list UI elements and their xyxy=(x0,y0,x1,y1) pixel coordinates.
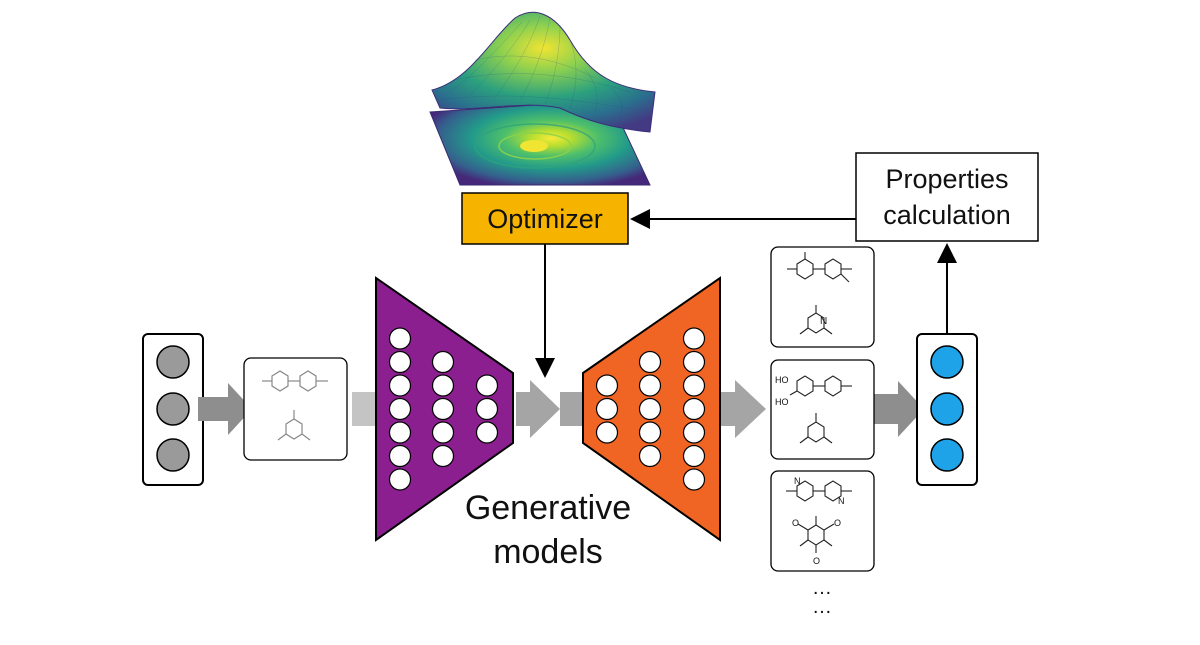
network-node xyxy=(638,374,662,397)
molecule-atom-label: O xyxy=(792,518,799,528)
molecule-atom-label: N xyxy=(838,496,845,506)
molecule-icon xyxy=(262,370,328,441)
molecule-icon xyxy=(786,480,852,553)
molecule-icon xyxy=(787,252,852,335)
network-node xyxy=(638,444,662,468)
arrow-icon xyxy=(560,392,586,426)
optimizer-label: Optimizer xyxy=(487,204,603,234)
generative-models-line2: models xyxy=(493,533,603,571)
properties-calculation-box xyxy=(855,152,1039,242)
network-node xyxy=(431,421,455,444)
network-node xyxy=(431,444,455,468)
network-node xyxy=(638,421,662,444)
network-node xyxy=(388,327,412,350)
properties-label-line1: Properties xyxy=(885,164,1008,194)
molecule-atom-label: O xyxy=(834,518,841,528)
generated-molecule-card xyxy=(770,246,875,348)
arrow-icon xyxy=(720,380,766,438)
arrow-icon xyxy=(352,392,376,426)
network-node xyxy=(682,327,706,350)
generated-molecule-card xyxy=(770,470,875,572)
network-node xyxy=(388,444,412,468)
input-node xyxy=(156,392,190,426)
network-node xyxy=(595,421,619,444)
network-node xyxy=(475,397,499,421)
output-node xyxy=(930,438,964,472)
network-node xyxy=(431,397,455,421)
network-node xyxy=(682,468,706,491)
more-molecules-ellipsis: … xyxy=(812,596,832,618)
properties-label-line2: calculation xyxy=(883,200,1011,230)
generative-models-line1: Generative xyxy=(465,489,631,527)
decoder-nodes xyxy=(595,327,706,491)
arrow-icon xyxy=(516,380,560,438)
input-node xyxy=(156,438,190,472)
network-node xyxy=(388,397,412,421)
network-node xyxy=(475,374,499,397)
arrow-icon xyxy=(870,381,924,437)
network-node xyxy=(388,350,412,374)
molecule-atom-label: N xyxy=(820,316,827,327)
network-node xyxy=(595,374,619,397)
input-node xyxy=(156,345,190,379)
network-node xyxy=(595,397,619,421)
network-node xyxy=(682,397,706,421)
network-node xyxy=(638,397,662,421)
molecule-atom-label: N xyxy=(794,476,801,486)
molecule-atom-label: HO xyxy=(775,375,789,385)
molecule-atom-label: HO xyxy=(775,397,789,407)
molecule-icon xyxy=(789,375,852,444)
encoder-nodes xyxy=(388,327,499,491)
network-node xyxy=(682,374,706,397)
optimizer-box xyxy=(461,192,629,245)
more-molecules-ellipsis: … xyxy=(812,577,832,599)
output-node xyxy=(930,392,964,426)
network-node xyxy=(388,421,412,444)
network-node xyxy=(388,468,412,491)
input-molecule-card xyxy=(243,357,348,461)
surface-plot-icon xyxy=(429,11,656,186)
network-node xyxy=(388,374,412,397)
network-node xyxy=(682,350,706,374)
network-node xyxy=(638,350,662,374)
network-node xyxy=(682,444,706,468)
network-node xyxy=(431,374,455,397)
network-node xyxy=(431,350,455,374)
molecule-atom-label: O xyxy=(813,556,820,566)
network-node xyxy=(682,421,706,444)
output-node xyxy=(930,345,964,379)
arrow-icon xyxy=(198,383,252,435)
network-node xyxy=(475,421,499,444)
